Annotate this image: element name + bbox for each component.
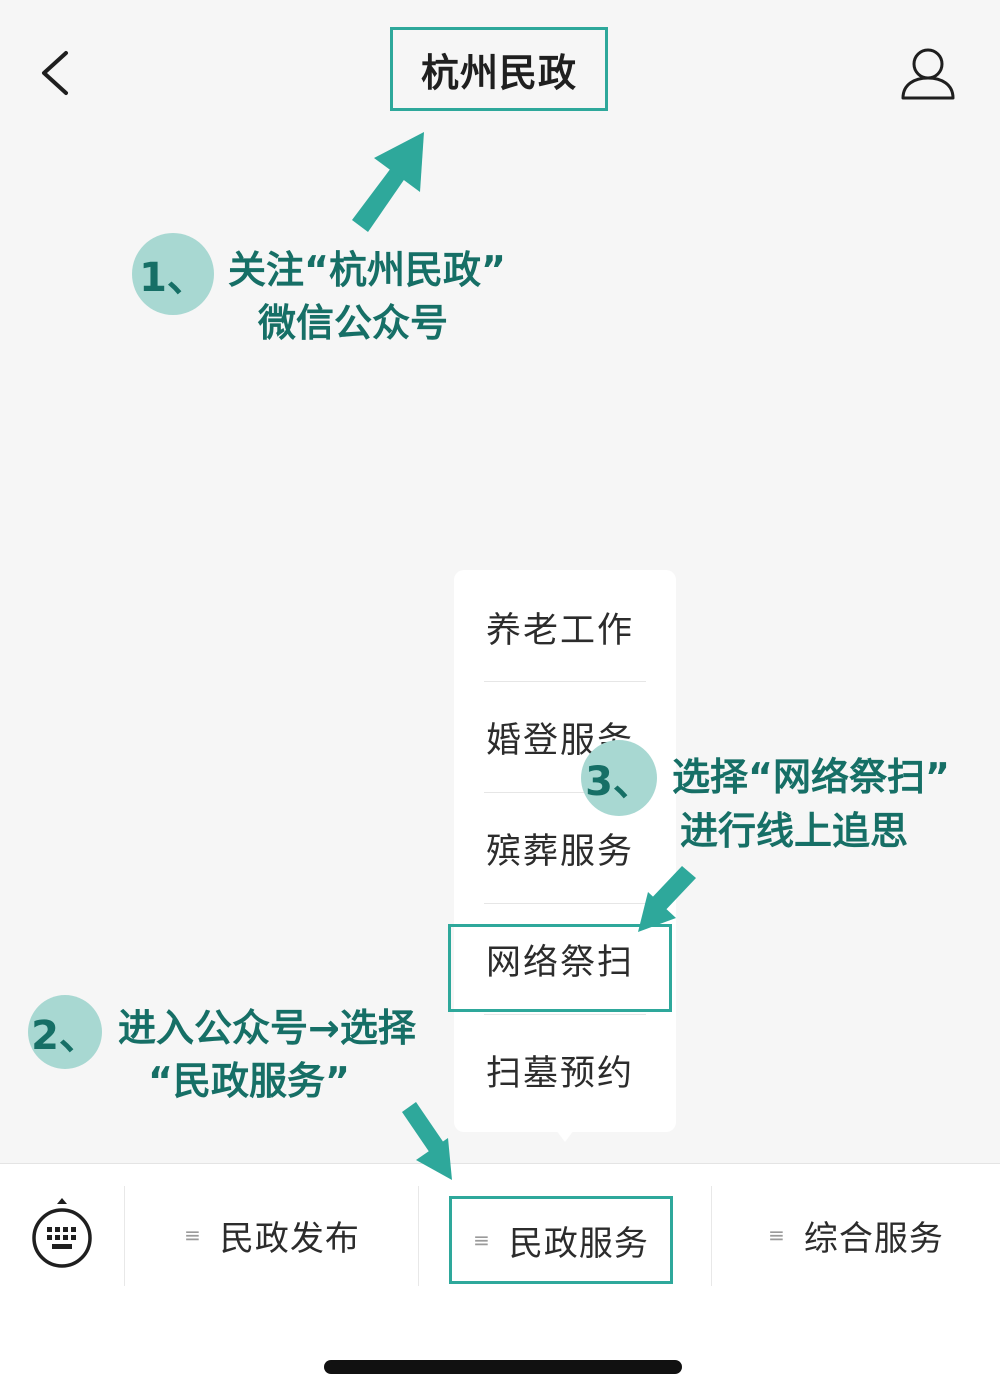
tab-civil-affairs-news[interactable]: ≡ 民政发布 — [126, 1190, 418, 1280]
menu-item-funeral[interactable]: 殡葬服务 — [486, 832, 635, 872]
keyboard-icon — [32, 1198, 92, 1268]
annotation-3-line1: 选择“网络祭扫” — [672, 755, 950, 799]
menu-lines-icon: ≡ — [768, 1223, 786, 1247]
annotation-badge-1: 1、 — [132, 233, 214, 315]
menu-item-online-memorial[interactable]: 网络祭扫 — [486, 943, 635, 983]
tab-label: 民政服务 — [508, 1223, 649, 1264]
tab-civil-affairs-services[interactable]: ≡ 民政服务 — [449, 1196, 673, 1284]
menu-divider — [484, 903, 646, 904]
annotation-1-line2: 微信公众号 — [258, 301, 449, 345]
annotation-1-line1: 关注“杭州民政” — [228, 248, 506, 292]
annotation-badge-2: 2、 — [28, 995, 102, 1069]
annotation-2-line1: 进入公众号→选择 — [118, 1006, 416, 1050]
menu-lines-icon: ≡ — [184, 1223, 202, 1247]
arrow-up-icon — [352, 132, 424, 232]
menu-item-elderly-care[interactable]: 养老工作 — [486, 611, 635, 651]
tab-divider — [124, 1186, 125, 1286]
person-icon — [901, 48, 955, 100]
tab-label: 民政发布 — [219, 1218, 360, 1259]
menu-lines-icon: ≡ — [473, 1228, 491, 1252]
menu-divider — [484, 681, 646, 682]
home-indicator[interactable] — [324, 1360, 682, 1374]
tab-label: 综合服务 — [803, 1218, 944, 1259]
menu-divider — [484, 1014, 646, 1015]
menu-item-grave-booking[interactable]: 扫墓预约 — [486, 1054, 635, 1094]
back-button[interactable] — [30, 45, 86, 101]
online-memorial-highlight — [448, 924, 672, 1012]
menu-divider — [484, 792, 646, 793]
menu-pointer — [553, 1126, 577, 1142]
tab-divider — [711, 1186, 712, 1286]
annotation-3-line2: 进行线上追思 — [680, 809, 909, 853]
keyboard-toggle-button[interactable] — [30, 1196, 94, 1272]
service-menu: 养老工作 婚登服务 殡葬服务 网络祭扫 扫墓预约 — [454, 570, 676, 1132]
tab-general-services[interactable]: ≡ 综合服务 — [712, 1190, 1000, 1280]
page-title: 杭州民政 — [390, 27, 608, 111]
chevron-left-icon — [42, 51, 68, 95]
tab-divider — [418, 1186, 419, 1286]
annotation-2-line2: “民政服务” — [148, 1059, 350, 1103]
profile-button[interactable] — [897, 44, 959, 106]
annotation-badge-3: 3、 — [581, 740, 657, 816]
